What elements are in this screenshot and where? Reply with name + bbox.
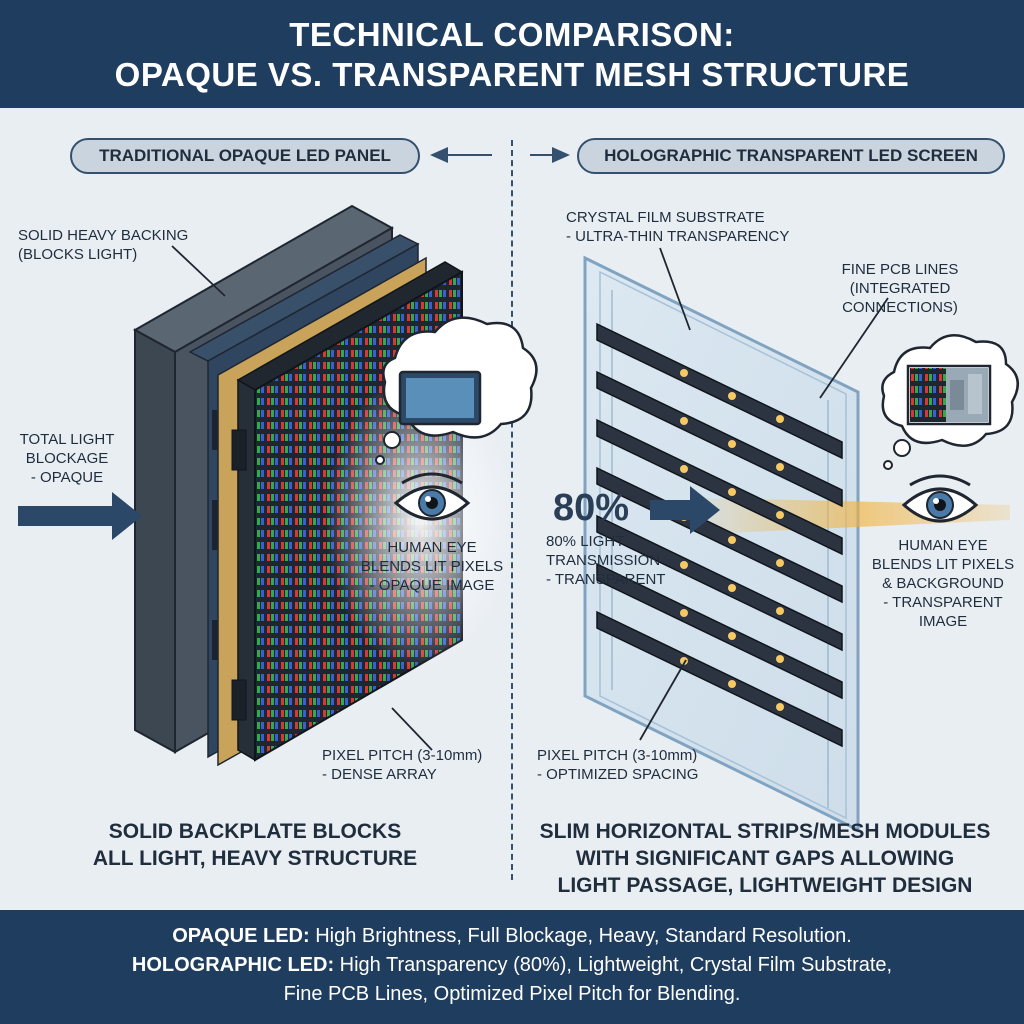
label-line: BLOCKAGE [25,450,109,467]
summary-line: WITH SIGNIFICANT GAPS ALLOWING [575,847,955,870]
footer-text: Fine PCB Lines, Optimized Pixel Pitch fo… [283,983,741,1005]
thought-bubble-opaque [375,316,538,465]
summary-opaque: SOLID BACKPLATE BLOCKS ALL LIGHT, HEAVY … [60,818,450,872]
label-fine-pcb: FINE PCB LINES (INTEGRATED CONNECTIONS) [790,260,1010,317]
label-total-blockage: TOTAL LIGHT BLOCKAGE - OPAQUE [8,430,126,487]
eye-icon [393,472,471,521]
label-line: & BACKGROUND [882,575,1004,592]
label-line: - OPAQUE [30,469,104,486]
label-line: IMAGE [918,613,968,630]
footer-line-3: Fine PCB Lines, Optimized Pixel Pitch fo… [0,980,1024,1009]
summary-line: SOLID BACKPLATE BLOCKS [108,820,402,843]
label-line: PIXEL PITCH (3-10mm) [537,747,698,764]
led-strip [596,418,843,556]
summary-line: LIGHT PASSAGE, LIGHTWEIGHT DESIGN [557,874,973,897]
label-crystal-film: CRYSTAL FILM SUBSTRATE - ULTRA-THIN TRAN… [566,208,789,246]
label-eye-transparent: HUMAN EYE BLENDS LIT PIXELS & BACKGROUND… [868,536,1018,631]
label-line: 80% LIGHT [546,533,625,550]
label-eye-opaque: HUMAN EYE BLENDS LIT PIXELS - OPAQUE IMA… [352,538,512,595]
label-line: HUMAN EYE [898,537,988,554]
label-solid-backing: SOLID HEAVY BACKING (BLOCKS LIGHT) [18,226,188,264]
summary-line: SLIM HORIZONTAL STRIPS/MESH MODULES [539,820,991,843]
label-light-transmission: 80% LIGHT TRANSMISSION - TRANSPARENT [546,532,665,589]
pill-transparent-screen: HOLOGRAPHIC TRANSPARENT LED SCREEN [577,138,1005,174]
led-strip [596,370,843,508]
label-line: SOLID HEAVY BACKING [18,227,189,244]
label-line: PIXEL PITCH (3-10mm) [322,747,483,764]
light-arrow-left [18,492,142,540]
label-line: TRANSMISSION [546,552,661,569]
label-line: BLENDS LIT PIXELS [871,556,1015,573]
transmission-percent: 80% [553,487,630,529]
led-strip [596,514,843,652]
pill-opaque-panel: TRADITIONAL OPAQUE LED PANEL [70,138,420,174]
label-line: CRYSTAL FILM SUBSTRATE [566,209,765,226]
footer-banner: OPAQUE LED: High Brightness, Full Blocka… [0,910,1024,1024]
label-line: - TRANSPARENT [546,571,666,588]
label-line: BLENDS LIT PIXELS [360,558,504,575]
label-line: - ULTRA-THIN TRANSPARENCY [566,228,790,245]
label-line: - DENSE ARRAY [322,766,437,783]
footer-line-2: HOLOGRAPHIC LED: High Transparency (80%)… [0,951,1024,980]
summary-line: ALL LIGHT, HEAVY STRUCTURE [92,847,418,870]
footer-text: High Brightness, Full Blockage, Heavy, S… [309,925,852,947]
label-line: TOTAL LIGHT [19,431,115,448]
label-pixel-pitch-dense: PIXEL PITCH (3-10mm) - DENSE ARRAY [322,746,482,784]
footer-line-1: OPAQUE LED: High Brightness, Full Blocka… [0,922,1024,951]
label-line: - TRANSPARENT [883,594,1003,611]
summary-transparent: SLIM HORIZONTAL STRIPS/MESH MODULES WITH… [530,818,1000,899]
label-pixel-pitch-optimized: PIXEL PITCH (3-10mm) - OPTIMIZED SPACING [537,746,698,784]
eye-icon [901,474,979,523]
footer-bold: OPAQUE LED: [172,925,310,947]
label-line: - OPAQUE IMAGE [369,577,495,594]
light-arrow-right [650,486,720,534]
led-strip [596,610,843,748]
footer-bold: HOLOGRAPHIC LED: [131,954,335,976]
thought-bubble-transparent [881,334,1019,470]
label-line: (INTEGRATED CONNECTIONS) [842,280,958,316]
title-line-1: TECHNICAL COMPARISON: [289,16,735,53]
title-line-2: OPAQUE VS. TRANSPARENT MESH STRUCTURE [114,56,910,93]
label-line: HUMAN EYE [387,539,477,556]
footer-text: High Transparency (80%), Lightweight, Cr… [334,954,893,976]
led-strip [596,322,843,460]
opaque-panel-illustration [132,204,515,767]
label-line: - OPTIMIZED SPACING [537,766,699,783]
label-line: FINE PCB LINES [841,261,959,278]
led-strip [596,562,843,700]
header-banner: TECHNICAL COMPARISON: OPAQUE VS. TRANSPA… [0,0,1024,108]
label-line: (BLOCKS LIGHT) [18,246,138,263]
